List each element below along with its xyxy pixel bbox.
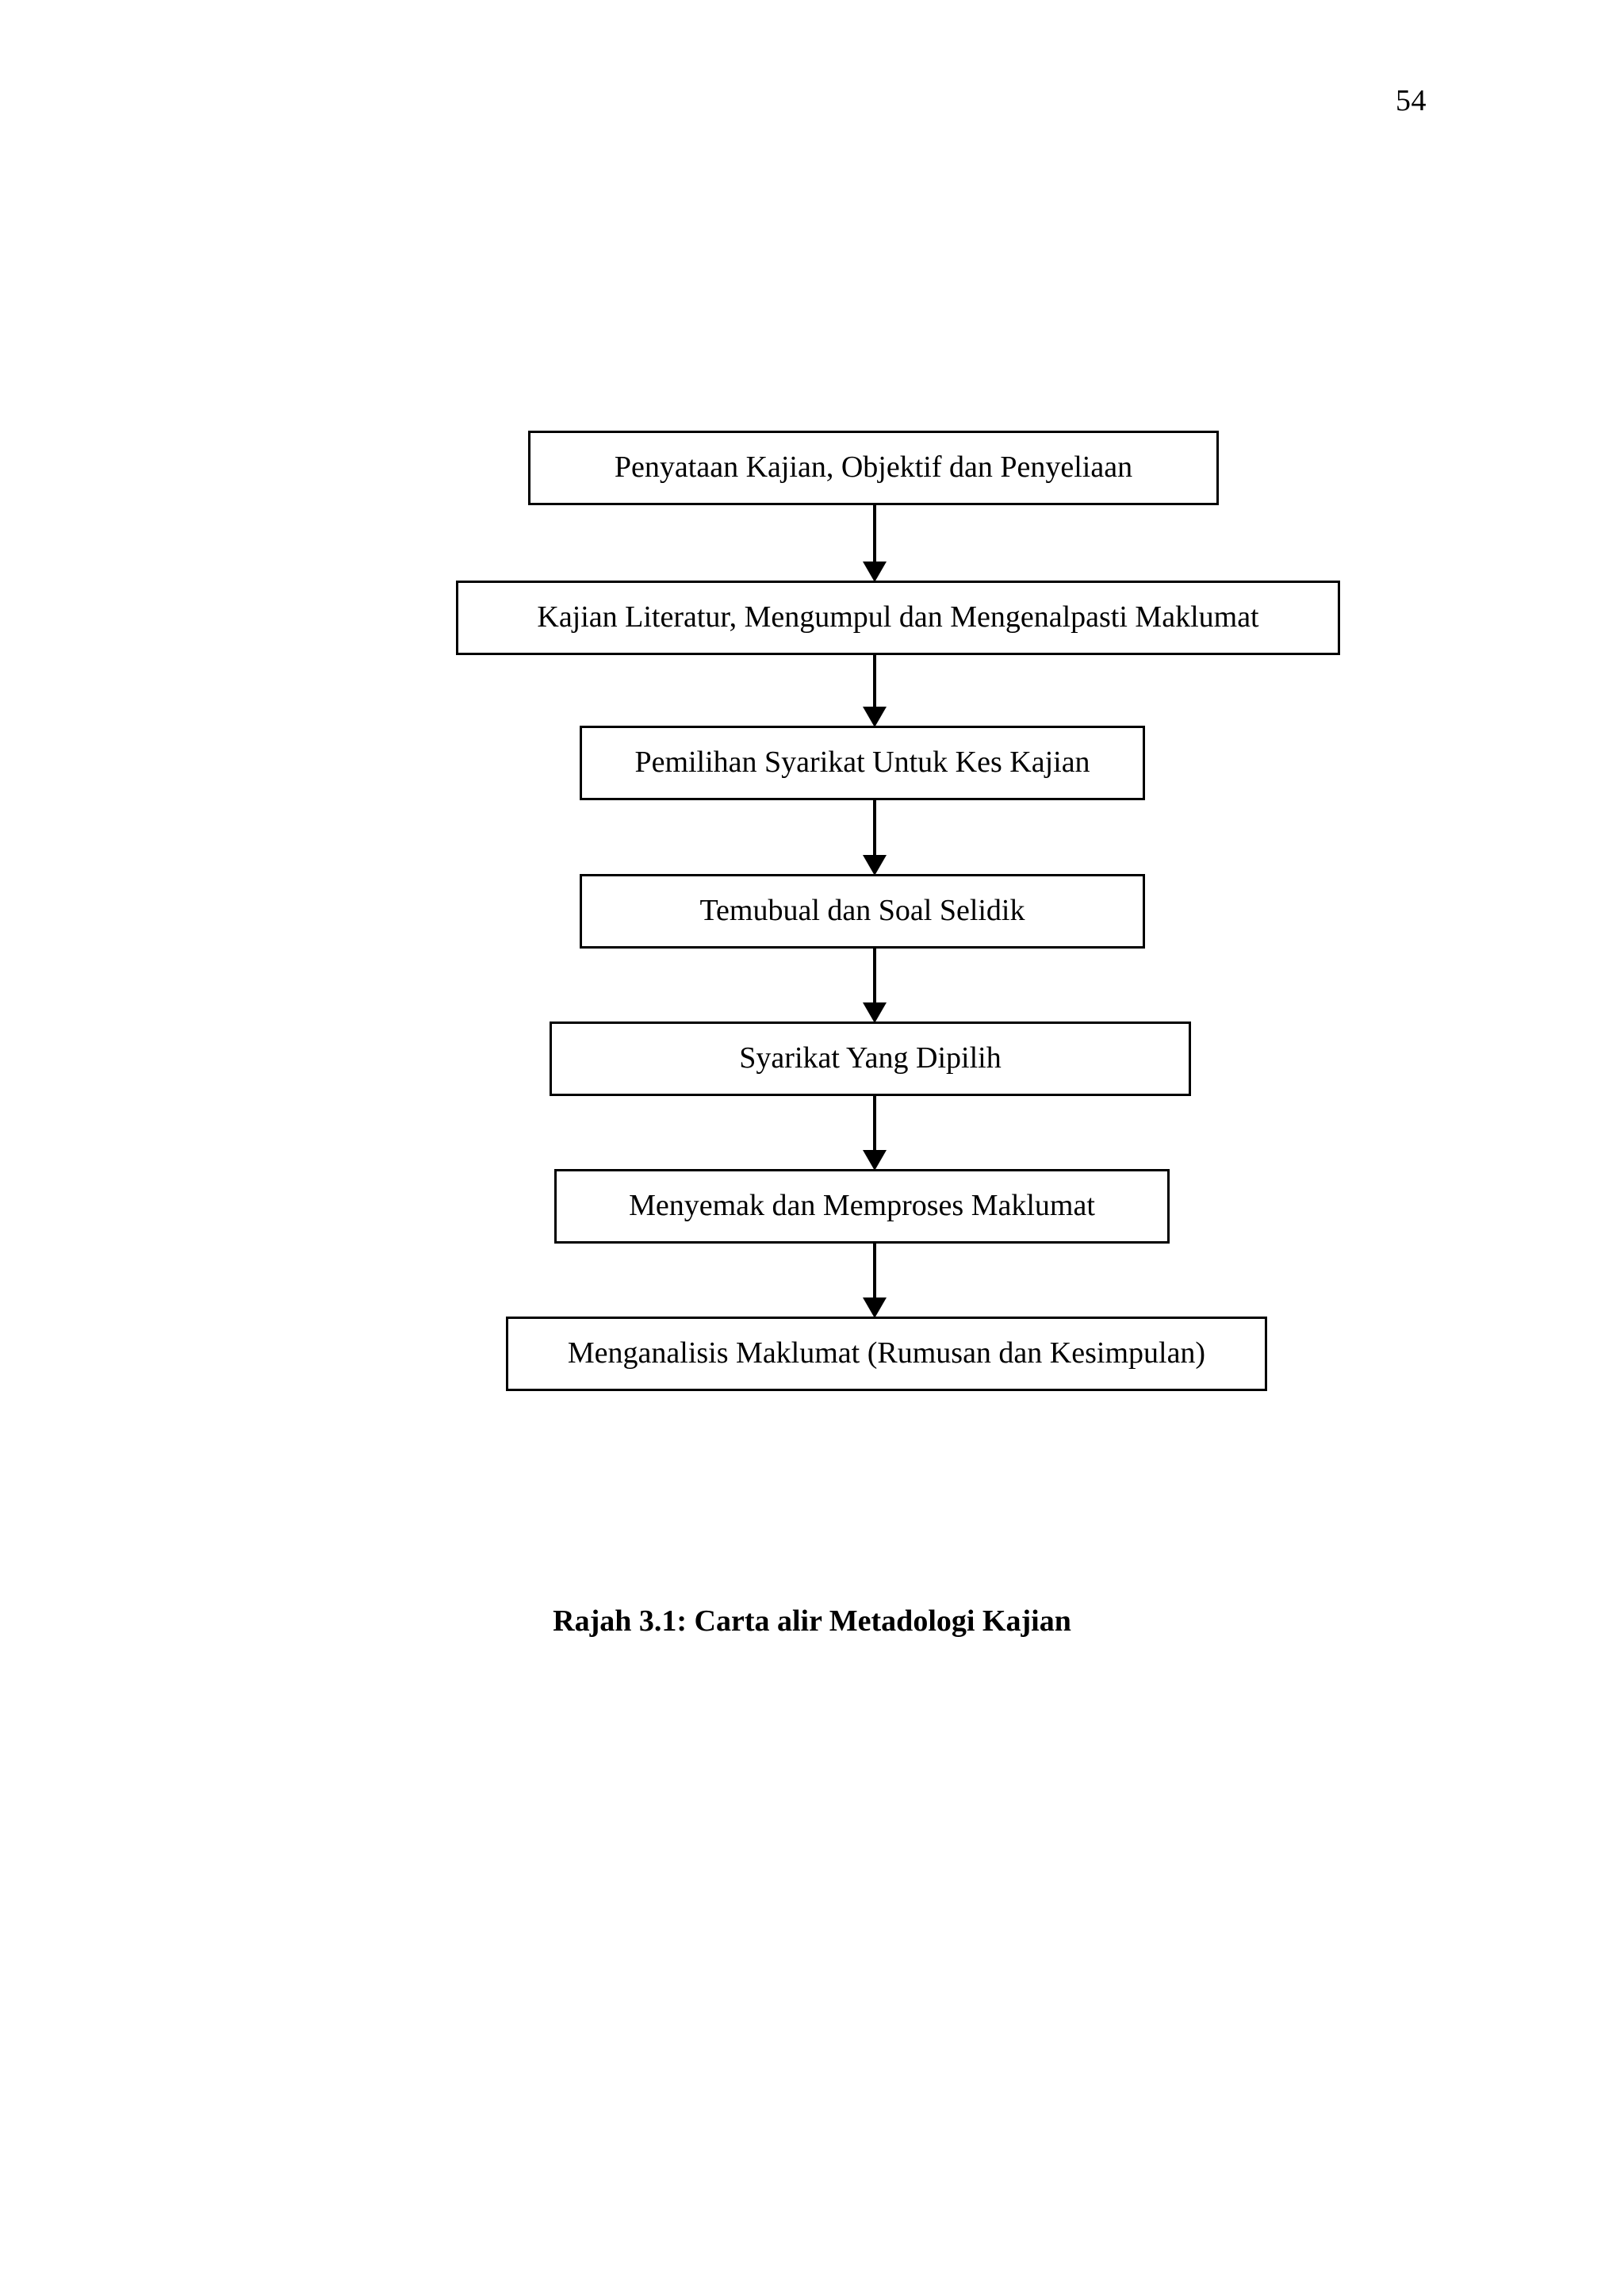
flow-node: Kajian Literatur, Mengumpul dan Mengenal… (456, 581, 1340, 655)
arrowhead-icon (863, 855, 887, 876)
flow-connector-arrow (863, 1096, 887, 1171)
connector-shaft (873, 800, 876, 855)
flow-node-label: Kajian Literatur, Mengumpul dan Mengenal… (537, 600, 1259, 634)
flow-node: Menganalisis Maklumat (Rumusan dan Kesim… (506, 1317, 1267, 1391)
flow-node-label: Penyataan Kajian, Objektif dan Penyeliaa… (614, 450, 1133, 485)
flow-node: Penyataan Kajian, Objektif dan Penyeliaa… (528, 431, 1219, 505)
flow-node-label: Pemilihan Syarikat Untuk Kes Kajian (634, 746, 1090, 780)
arrowhead-icon (863, 707, 887, 727)
figure-caption: Rajah 3.1: Carta alir Metadologi Kajian (553, 1604, 1071, 1638)
flow-connector-arrow (863, 800, 887, 876)
flow-node: Menyemak dan Memproses Maklumat (554, 1169, 1170, 1244)
connector-shaft (873, 505, 876, 562)
flow-node: Syarikat Yang Dipilih (550, 1022, 1191, 1096)
arrowhead-icon (863, 1002, 887, 1023)
flow-node: Pemilihan Syarikat Untuk Kes Kajian (580, 726, 1145, 800)
connector-shaft (873, 1096, 876, 1150)
flow-node-label: Menyemak dan Memproses Maklumat (629, 1189, 1095, 1223)
flow-node-label: Syarikat Yang Dipilih (739, 1041, 1002, 1075)
page-number: 54 (1396, 84, 1427, 117)
methodology-flowchart: Penyataan Kajian, Objektif dan Penyeliaa… (456, 431, 1340, 1391)
connector-shaft (873, 949, 876, 1002)
flow-node-label: Temubual dan Soal Selidik (699, 894, 1025, 928)
flow-connector-arrow (863, 1244, 887, 1318)
flow-connector-arrow (863, 949, 887, 1023)
connector-shaft (873, 1244, 876, 1297)
arrowhead-icon (863, 1150, 887, 1171)
flow-connector-arrow (863, 505, 887, 582)
arrowhead-icon (863, 1297, 887, 1318)
flow-node: Temubual dan Soal Selidik (580, 874, 1145, 949)
flow-connector-arrow (863, 655, 887, 727)
arrowhead-icon (863, 562, 887, 582)
connector-shaft (873, 655, 876, 707)
flow-node-label: Menganalisis Maklumat (Rumusan dan Kesim… (567, 1336, 1206, 1370)
